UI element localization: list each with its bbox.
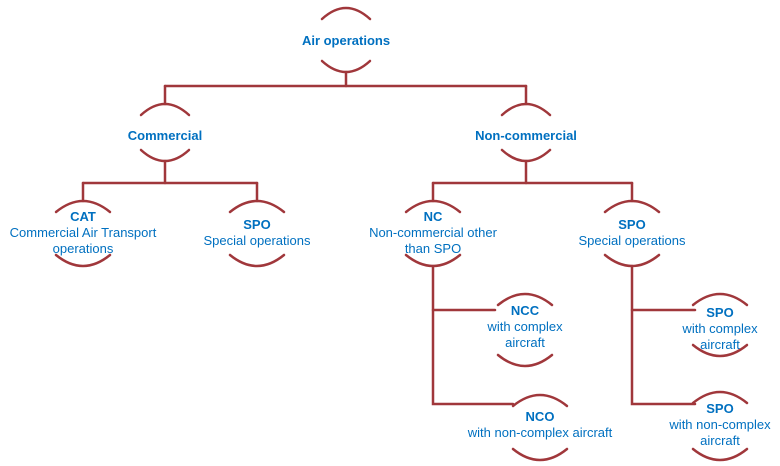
spo-commercial-arc-top — [228, 199, 286, 214]
node-spo-commercial: SPO Special operations — [204, 217, 311, 249]
node-nc: NC Non-commercial other than SPO — [369, 209, 497, 257]
node-subtitle: with non-complex aircraft — [467, 425, 613, 440]
ncc-arc-bottom — [496, 353, 554, 368]
nc-arc-top — [404, 199, 462, 214]
node-subtitle: Special operations — [203, 233, 311, 248]
node-subtitle: aircraft — [700, 433, 740, 448]
spo-commercial-arc-bottom — [228, 253, 286, 268]
node-subtitle: Commercial Air Transport — [9, 225, 157, 240]
spo-non-commercial-arc-bottom — [603, 253, 661, 268]
nco-arc-top — [511, 393, 569, 408]
connector-line — [431, 264, 515, 406]
non-commercial-arc-top — [500, 102, 552, 117]
node-title: CAT — [70, 209, 96, 224]
node-title: NC — [423, 209, 443, 224]
commercial-arc-top — [139, 102, 191, 117]
node-non-commercial: Non-commercial — [475, 128, 577, 144]
node-title: SPO — [243, 217, 271, 232]
spo-complex-arc-top — [691, 292, 749, 307]
node-subtitle: Non-commercial other — [369, 225, 497, 240]
ncc-arc-top — [496, 292, 554, 307]
cat-arc-top — [54, 199, 112, 214]
node-arcs — [54, 6, 749, 462]
node-ncc: NCC with complex aircraft — [487, 303, 562, 351]
node-subtitle: than SPO — [404, 241, 462, 256]
connector-line — [630, 264, 697, 406]
node-subtitle: aircraft — [700, 337, 740, 352]
node-subtitle: Special operations — [578, 233, 686, 248]
cat-arc-bottom — [54, 253, 112, 268]
node-subtitle: aircraft — [505, 335, 545, 350]
node-subtitle: with complex — [487, 319, 563, 334]
node-spo-complex: SPO with complex aircraft — [682, 305, 757, 353]
commercial-arc-bottom — [139, 148, 191, 163]
node-nco: NCO with non-complex aircraft — [468, 409, 613, 441]
node-cat: CAT Commercial Air Transport operations — [10, 209, 157, 257]
node-title: NCO — [525, 409, 555, 424]
connector-lines — [81, 70, 697, 406]
node-title: SPO — [706, 401, 734, 416]
spo-complex-arc-bottom — [691, 343, 749, 358]
nc-arc-bottom — [404, 253, 462, 268]
node-title: Air operations — [301, 33, 391, 48]
node-commercial: Commercial — [128, 128, 202, 144]
non-commercial-arc-bottom — [500, 148, 552, 163]
air-operations-arc-top — [320, 6, 372, 21]
spo-non-complex-arc-top — [691, 390, 749, 405]
node-subtitle: operations — [52, 241, 114, 256]
node-title: SPO — [706, 305, 734, 320]
node-title: NCC — [510, 303, 540, 318]
node-title: Commercial — [127, 128, 203, 143]
nco-arc-bottom — [511, 447, 569, 462]
node-title: SPO — [618, 217, 646, 232]
node-subtitle: with complex — [682, 321, 758, 336]
node-subtitle: with non-complex — [669, 417, 771, 432]
node-spo-non-commercial: SPO Special operations — [579, 217, 686, 249]
node-air-operations: Air operations — [302, 33, 390, 49]
spo-non-complex-arc-bottom — [691, 447, 749, 462]
spo-non-commercial-arc-top — [603, 199, 661, 214]
air-operations-arc-bottom — [320, 59, 372, 74]
node-spo-non-complex: SPO with non-complex aircraft — [669, 401, 770, 449]
node-title: Non-commercial — [475, 128, 577, 143]
